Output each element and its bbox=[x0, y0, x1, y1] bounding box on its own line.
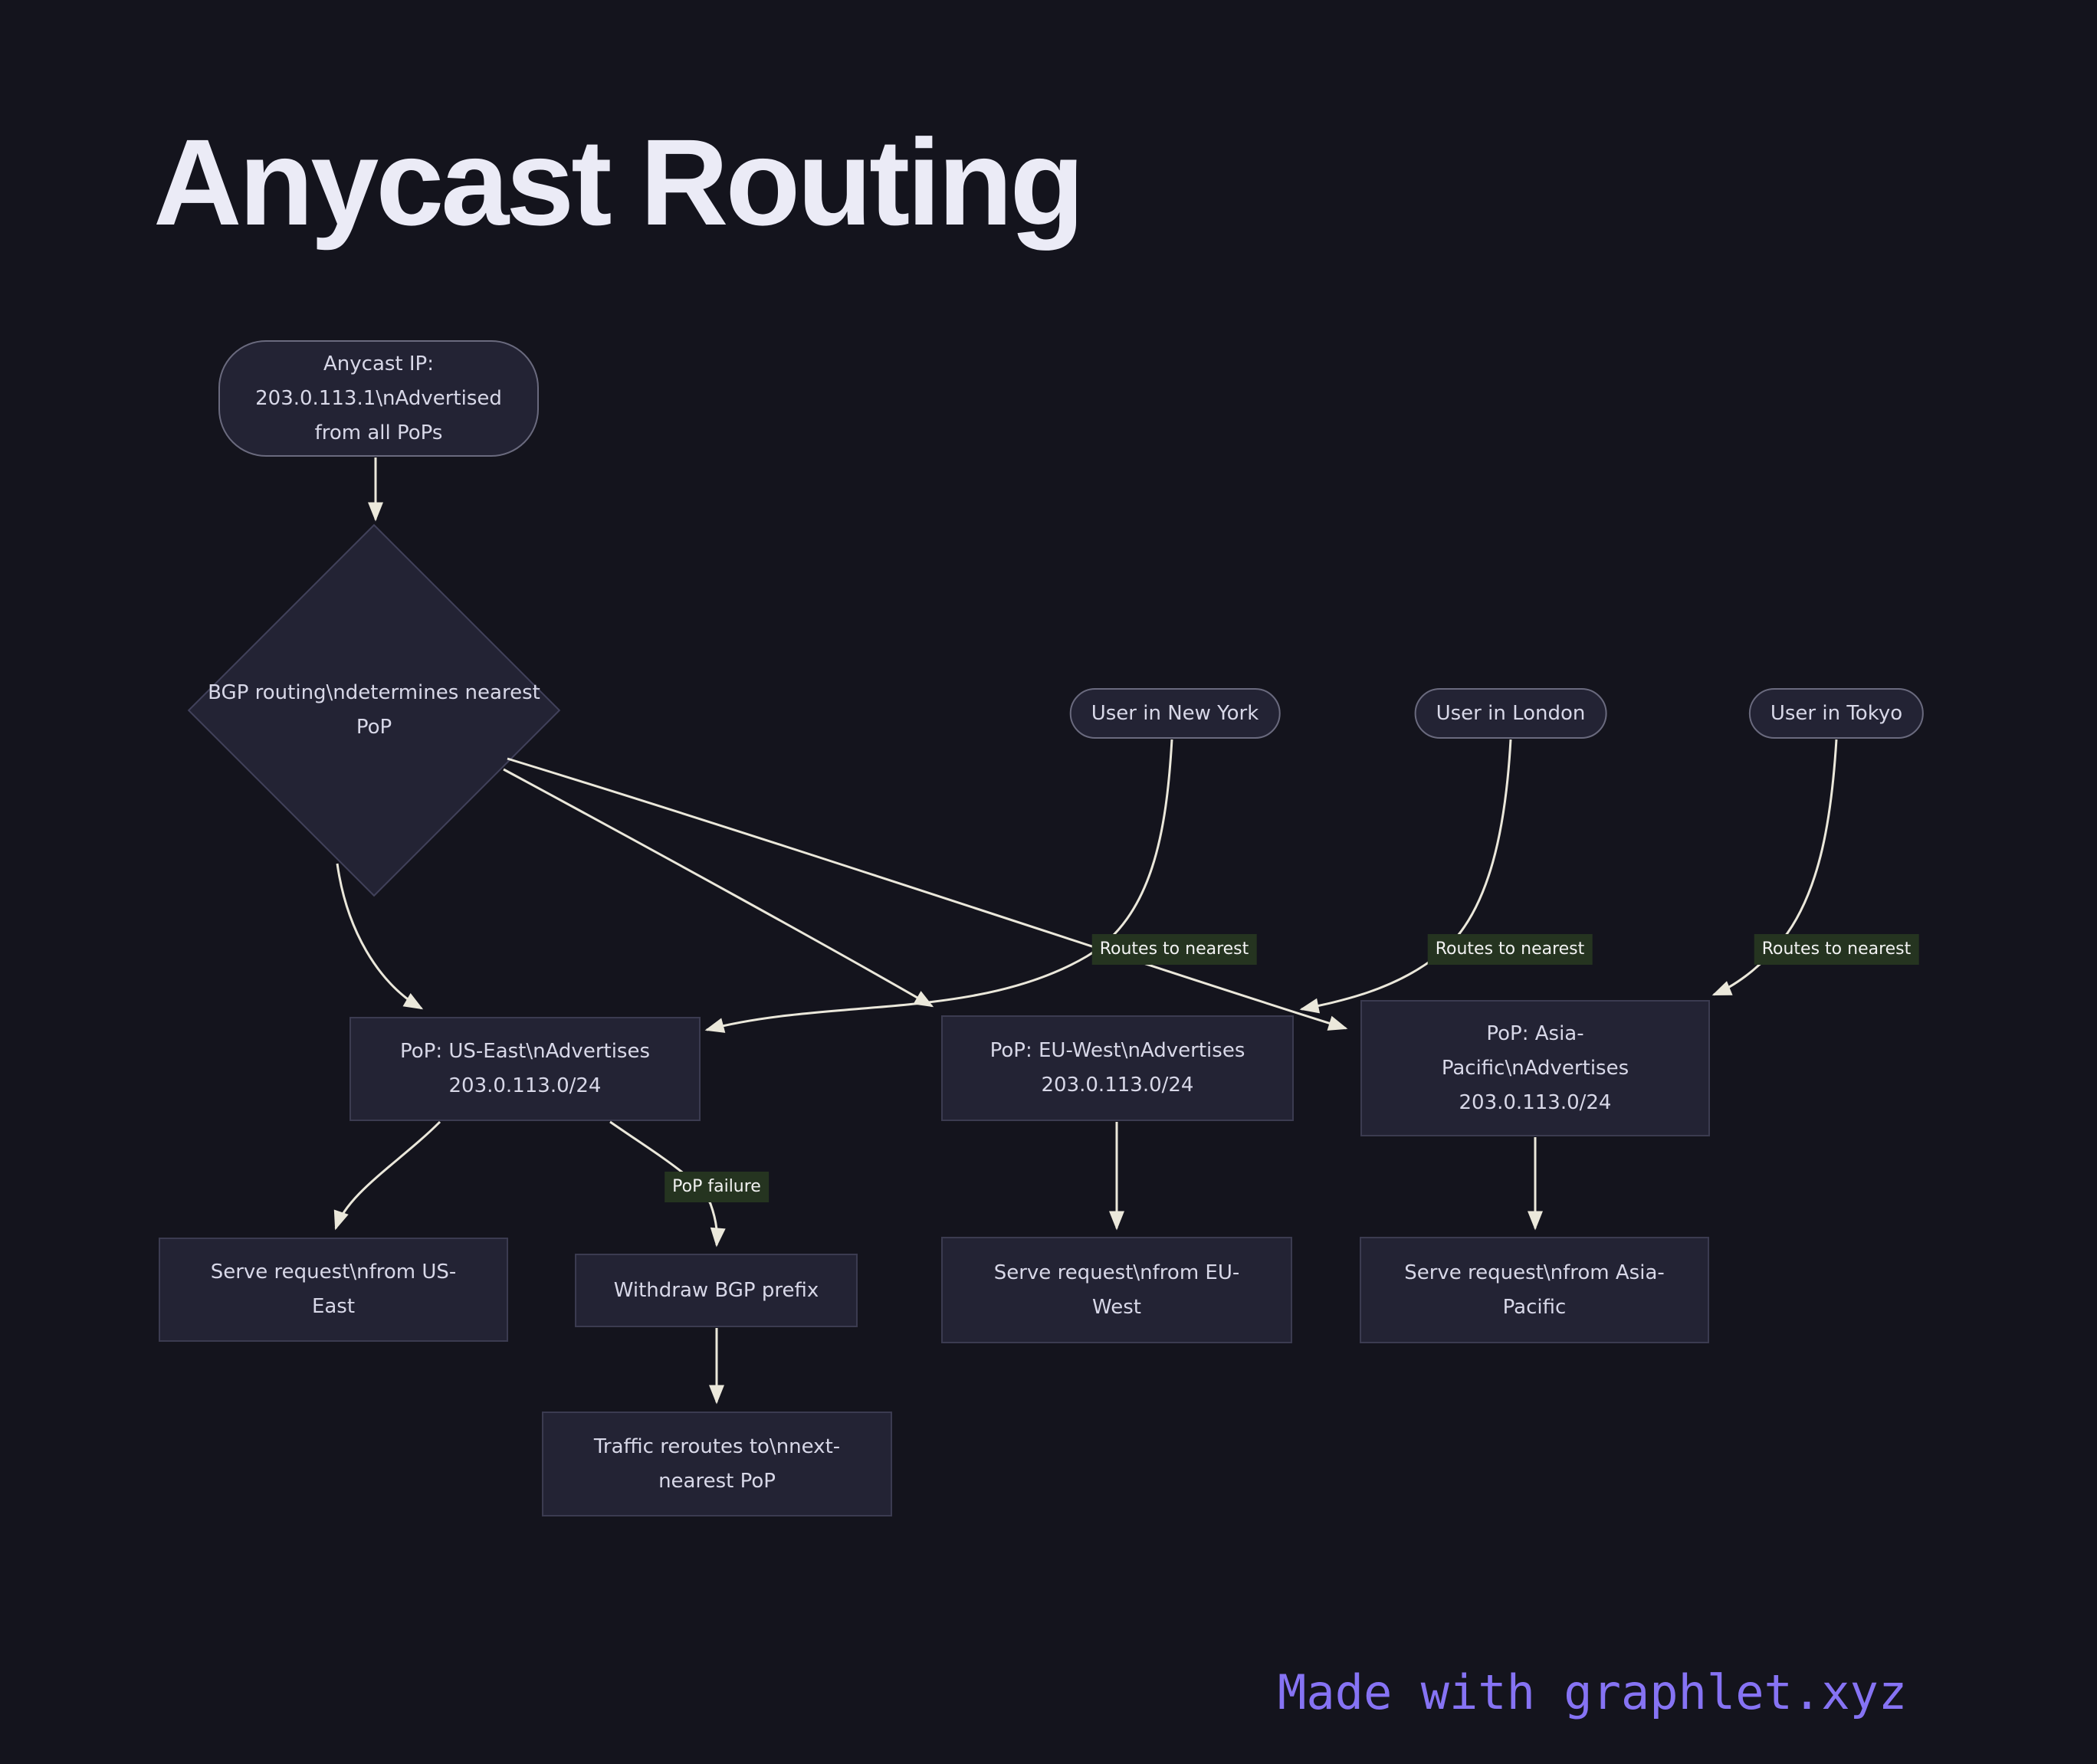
node-anycast-ip: Anycast IP: 203.0.113.1\nAdvertised from… bbox=[218, 340, 539, 457]
node-traffic-reroutes: Traffic reroutes to\nnext-nearest PoP bbox=[542, 1412, 892, 1516]
edge-label-routes-new-york: Routes to nearest bbox=[1091, 934, 1257, 965]
node-serve-eu-west: Serve request\nfrom EU-West bbox=[941, 1237, 1292, 1343]
edge-label-routes-tokyo: Routes to nearest bbox=[1754, 934, 1919, 965]
node-serve-us-east: Serve request\nfrom US-East bbox=[159, 1238, 508, 1342]
edge-user-new-york-to-pop-us-east bbox=[704, 739, 1173, 1033]
watermark-link[interactable]: Made with graphlet.xyz bbox=[1278, 1664, 1908, 1720]
node-withdraw-bgp: Withdraw BGP prefix bbox=[575, 1254, 858, 1327]
edge-label-pop-failure: PoP failure bbox=[665, 1172, 769, 1202]
edge-label-routes-london: Routes to nearest bbox=[1427, 934, 1593, 965]
edge-pop-us-east-to-serve-us-east bbox=[333, 1120, 441, 1231]
node-user-tokyo: User in Tokyo bbox=[1748, 688, 1925, 739]
node-pop-eu-west: PoP: EU-West\nAdvertises 203.0.113.0/24 bbox=[941, 1015, 1294, 1121]
edge-bgp-to-pop-eu-west bbox=[503, 768, 934, 1008]
edge-bgp-to-pop-asia-pacific bbox=[507, 757, 1348, 1031]
node-user-new-york: User in New York bbox=[1069, 688, 1281, 739]
node-bgp-routing-label: BGP routing\ndetermines nearest PoP bbox=[208, 681, 540, 739]
node-pop-asia-pacific: PoP: Asia-Pacific\nAdvertises 203.0.113.… bbox=[1360, 1000, 1710, 1136]
node-pop-us-east: PoP: US-East\nAdvertises 203.0.113.0/24 bbox=[350, 1017, 701, 1121]
node-user-london: User in London bbox=[1414, 688, 1607, 739]
page-title: Anycast Routing bbox=[153, 113, 1085, 251]
node-serve-asia-pacific: Serve request\nfrom Asia-Pacific bbox=[1360, 1237, 1709, 1343]
edge-user-london-to-pop-eu-west bbox=[1299, 739, 1512, 1014]
